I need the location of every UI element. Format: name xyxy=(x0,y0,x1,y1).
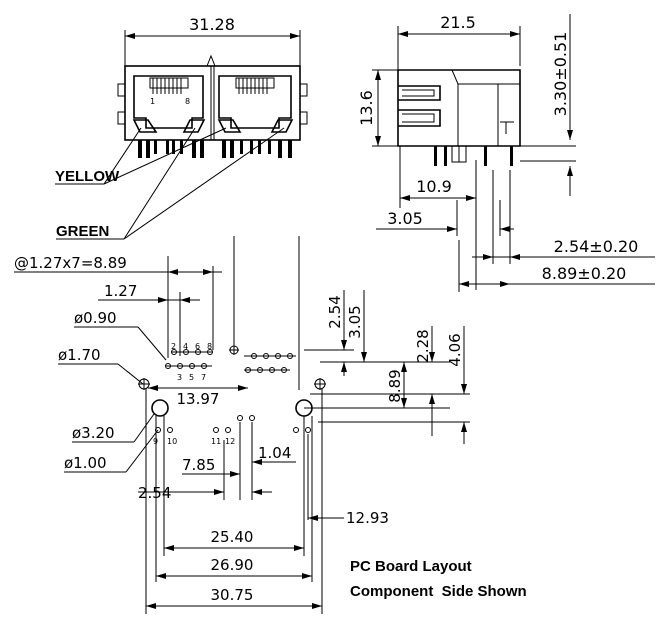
width-2690-dim: 26.90 xyxy=(211,556,254,574)
led-254-dim: 2.54 xyxy=(138,484,171,502)
left-port-holes xyxy=(165,345,239,369)
side-pitch-a: 2.54±0.20 xyxy=(554,237,639,256)
side-view: 21.5 13.6 3.30±0.51 xyxy=(357,13,655,292)
v-2-54-dim: 2.54 xyxy=(326,295,344,328)
led-104-dim: 1.04 xyxy=(258,444,291,462)
side-offset-b: 3.05 xyxy=(387,209,423,228)
front-width-dim: 31.28 xyxy=(189,15,235,34)
led-label-12: 12 xyxy=(225,437,235,446)
led-yellow-right xyxy=(217,119,242,133)
pin-label-top-8: 8 xyxy=(207,342,212,351)
led-label-11: 11 xyxy=(211,437,221,446)
pin-label-bot-5: 5 xyxy=(189,373,194,382)
hole-led-dim: ø1.00 xyxy=(64,454,107,472)
caption-line-2: Component Side Shown xyxy=(350,583,527,600)
pin-label-top-6: 6 xyxy=(195,342,200,351)
side-depth-dim: 21.5 xyxy=(440,13,476,32)
led-yellow-left xyxy=(132,119,158,133)
side-offset-a: 10.9 xyxy=(416,177,452,196)
pin-1-label: 1 xyxy=(150,97,155,106)
side-1293-dim: 12.93 xyxy=(346,509,389,527)
hole-large-dim: ø3.20 xyxy=(72,424,115,442)
hole-small-dim: ø0.90 xyxy=(74,309,117,327)
side-height-dim: 13.6 xyxy=(357,90,376,126)
row-offset-dim: 13.97 xyxy=(177,390,220,408)
v-3-05-dim: 3.05 xyxy=(346,305,364,338)
pin-label-bot-7: 7 xyxy=(201,373,206,382)
pin-label-top-2: 2 xyxy=(171,342,176,351)
v-2-28-dim: 2.28 xyxy=(414,329,432,362)
width-3075-dim: 30.75 xyxy=(211,586,254,604)
v-8-89-dim: 8.89 xyxy=(386,369,404,402)
pin-8-label: 8 xyxy=(185,97,190,106)
yellow-label: YELLOW xyxy=(55,168,120,185)
front-view: 31.28 1 8 xyxy=(55,15,308,240)
right-port-holes xyxy=(244,353,296,373)
green-label: GREEN xyxy=(56,223,109,240)
led-holes xyxy=(155,415,311,433)
pcb-layout: @1.27x7=8.89 1.27 ø0.90 ø1.70 2.54 3.05 xyxy=(14,236,470,614)
caption-line-1: PC Board Layout xyxy=(350,558,472,575)
left-port-contacts xyxy=(152,78,182,94)
width-2540-dim: 25.40 xyxy=(211,528,254,546)
side-pitch-b: 8.89±0.20 xyxy=(542,264,627,283)
led-green-right xyxy=(270,119,294,133)
pin-label-bot-3: 3 xyxy=(177,373,182,382)
side-standoff-dim: 3.30±0.51 xyxy=(551,32,570,117)
mount-holes xyxy=(138,378,326,417)
pin-span-dim: @1.27x7=8.89 xyxy=(14,254,127,272)
front-pins xyxy=(138,140,292,158)
hole-med-dim: ø1.70 xyxy=(58,346,101,364)
led-green-left xyxy=(182,119,206,133)
pin-label-top-4: 4 xyxy=(183,342,188,351)
pitch-dim: 1.27 xyxy=(104,282,137,300)
led-label-10: 10 xyxy=(167,437,177,446)
led-785-dim: 7.85 xyxy=(182,456,215,474)
right-port-contacts xyxy=(238,78,268,94)
v-4-06-dim: 4.06 xyxy=(446,333,464,366)
